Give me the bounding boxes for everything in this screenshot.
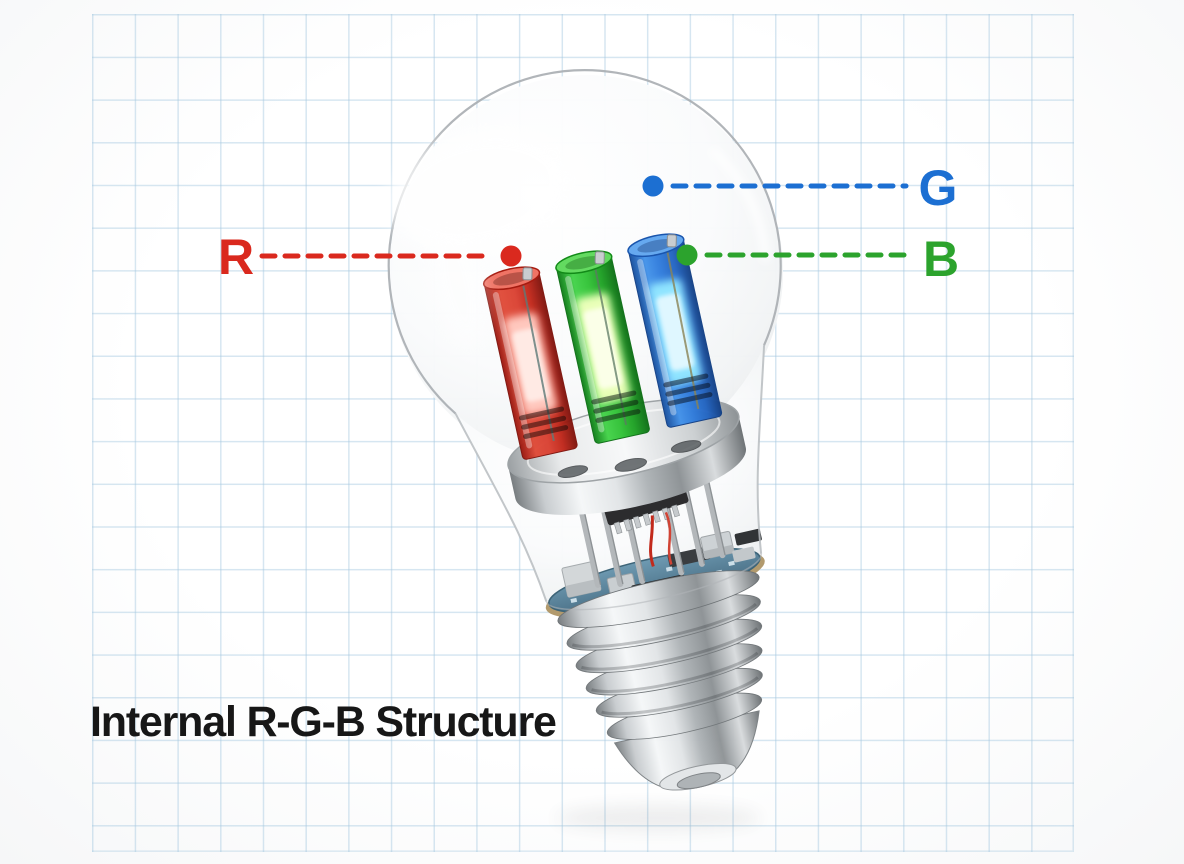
- red-led: [482, 266, 578, 460]
- platform-vent-holes: [557, 440, 702, 478]
- leader-dot-g: [642, 175, 664, 197]
- leader-dot-r: [500, 245, 522, 267]
- bulb-shadow: [556, 805, 760, 831]
- leader-b: B: [676, 231, 959, 287]
- bulb-illustration: [387, 69, 783, 791]
- diagram-title: Internal R-G-B Structure: [90, 698, 557, 746]
- green-led: [555, 250, 650, 444]
- leader-g: G: [642, 160, 958, 216]
- label-g: G: [919, 160, 958, 216]
- leader-r: R: [218, 229, 522, 285]
- blue-led: [627, 233, 723, 428]
- leader-dot-b: [676, 244, 698, 266]
- glass-highlights: [387, 69, 782, 611]
- label-r: R: [218, 229, 254, 285]
- label-b: B: [923, 231, 959, 287]
